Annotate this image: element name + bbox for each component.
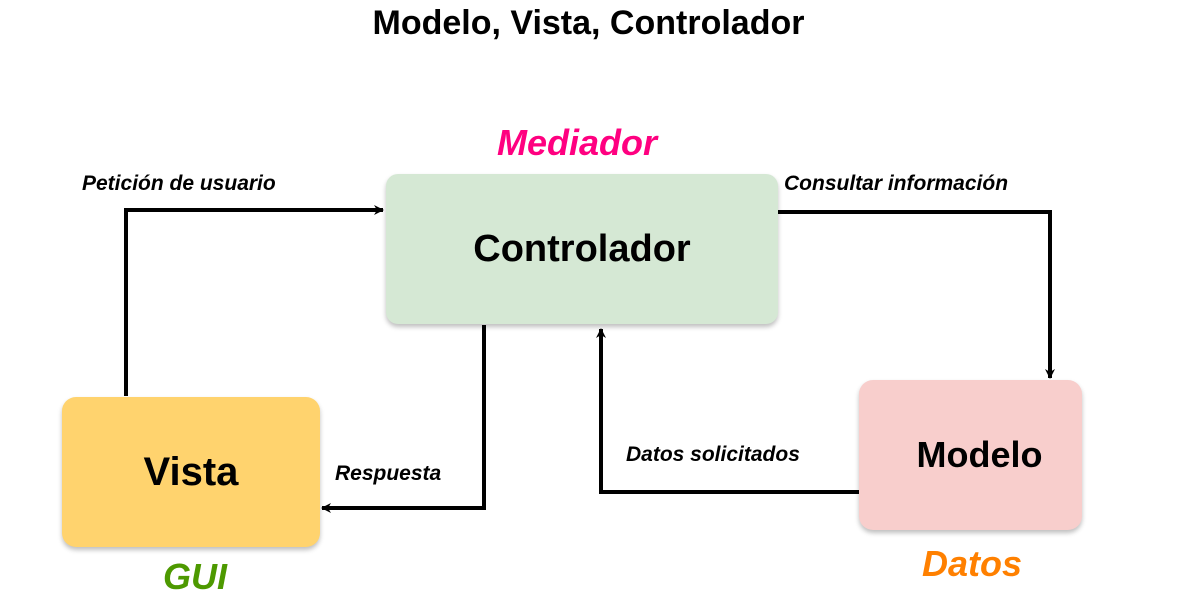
edge-controlador-to-modelo <box>771 210 1055 379</box>
node-controlador-label: Controlador <box>473 227 691 270</box>
node-modelo-label: Modelo <box>916 434 1043 475</box>
edge-controlador-to-vista <box>321 325 486 513</box>
role-label-datos: Datos <box>922 543 1023 584</box>
node-vista: Vista <box>62 397 320 547</box>
node-controlador: Controlador <box>386 174 778 324</box>
edge-vista-to-controlador <box>124 205 384 396</box>
role-label-gui: GUI <box>163 556 228 597</box>
node-vista-label: Vista <box>143 449 239 494</box>
role-label-mediador: Mediador <box>497 122 658 163</box>
edge-label-peticion: Petición de usuario <box>82 172 276 195</box>
node-modelo: Modelo <box>859 380 1082 530</box>
edge-label-datos-solicitados: Datos solicitados <box>626 443 800 466</box>
edge-label-consultar: Consultar información <box>784 172 1009 195</box>
diagram-title: Modelo, Vista, Controlador <box>372 4 805 42</box>
edge-label-respuesta: Respuesta <box>335 462 442 485</box>
edge-modelo-to-controlador <box>596 328 861 494</box>
